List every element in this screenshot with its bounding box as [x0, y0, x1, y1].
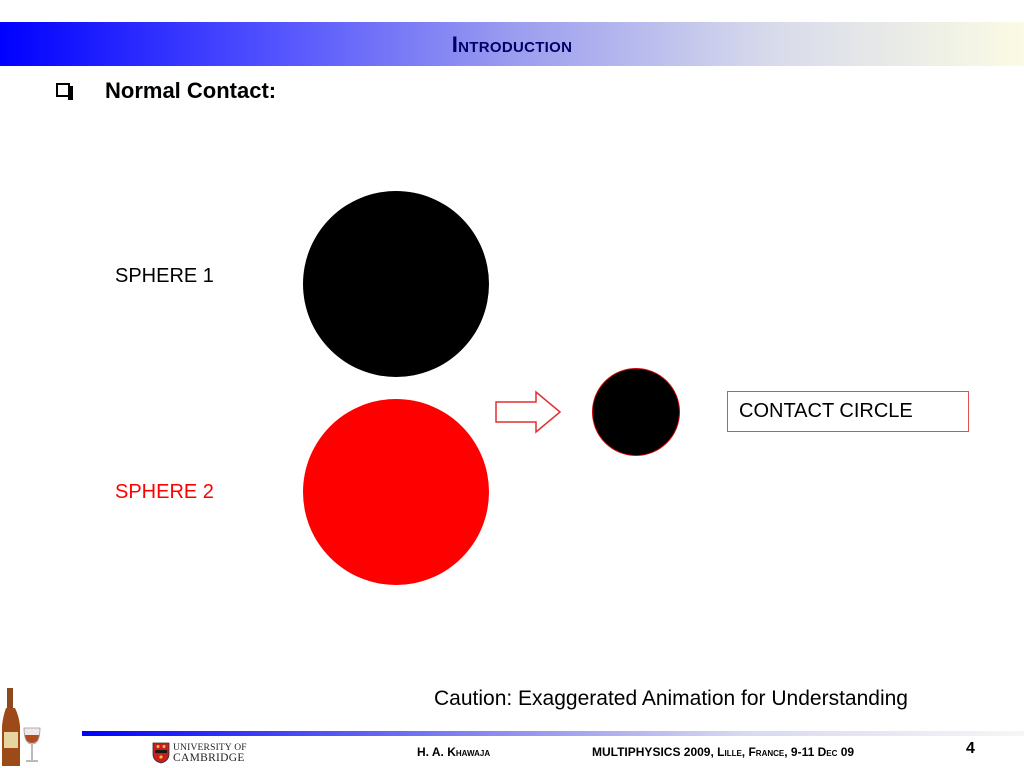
bullet-checkbox-icon — [56, 83, 73, 100]
contact-label: CONTACT CIRCLE — [739, 400, 913, 422]
footer-author: H. A. Khawaja — [417, 745, 491, 759]
page-number: 4 — [966, 740, 975, 757]
cambridge-logo: UNIVERSITY OF CAMBRIDGE — [152, 741, 247, 765]
sphere2-circle — [303, 399, 489, 585]
university-line2: CAMBRIDGE — [173, 752, 245, 764]
sphere2-label: SPHERE 2 — [115, 481, 214, 503]
footer-event: MULTIPHYSICS 2009, Lille, France, 9-11 D… — [592, 745, 855, 759]
contact-label-box: CONTACT CIRCLE — [727, 391, 969, 432]
title-bar — [0, 22, 1024, 66]
sphere1-circle — [303, 191, 489, 377]
right-arrow-icon — [495, 390, 562, 434]
caution-note: Caution: Exaggerated Animation for Under… — [434, 687, 908, 710]
footer-line — [82, 731, 1024, 736]
sphere1-label: SPHERE 1 — [115, 265, 214, 287]
cognac-bottle-icon — [2, 688, 41, 766]
bullet-text: Normal Contact: — [105, 78, 277, 103]
university-line1: UNIVERSITY OF — [173, 743, 247, 753]
contact-circle — [592, 368, 680, 456]
slide-title: Introduction — [451, 32, 573, 57]
cambridge-crest-icon — [152, 742, 170, 764]
